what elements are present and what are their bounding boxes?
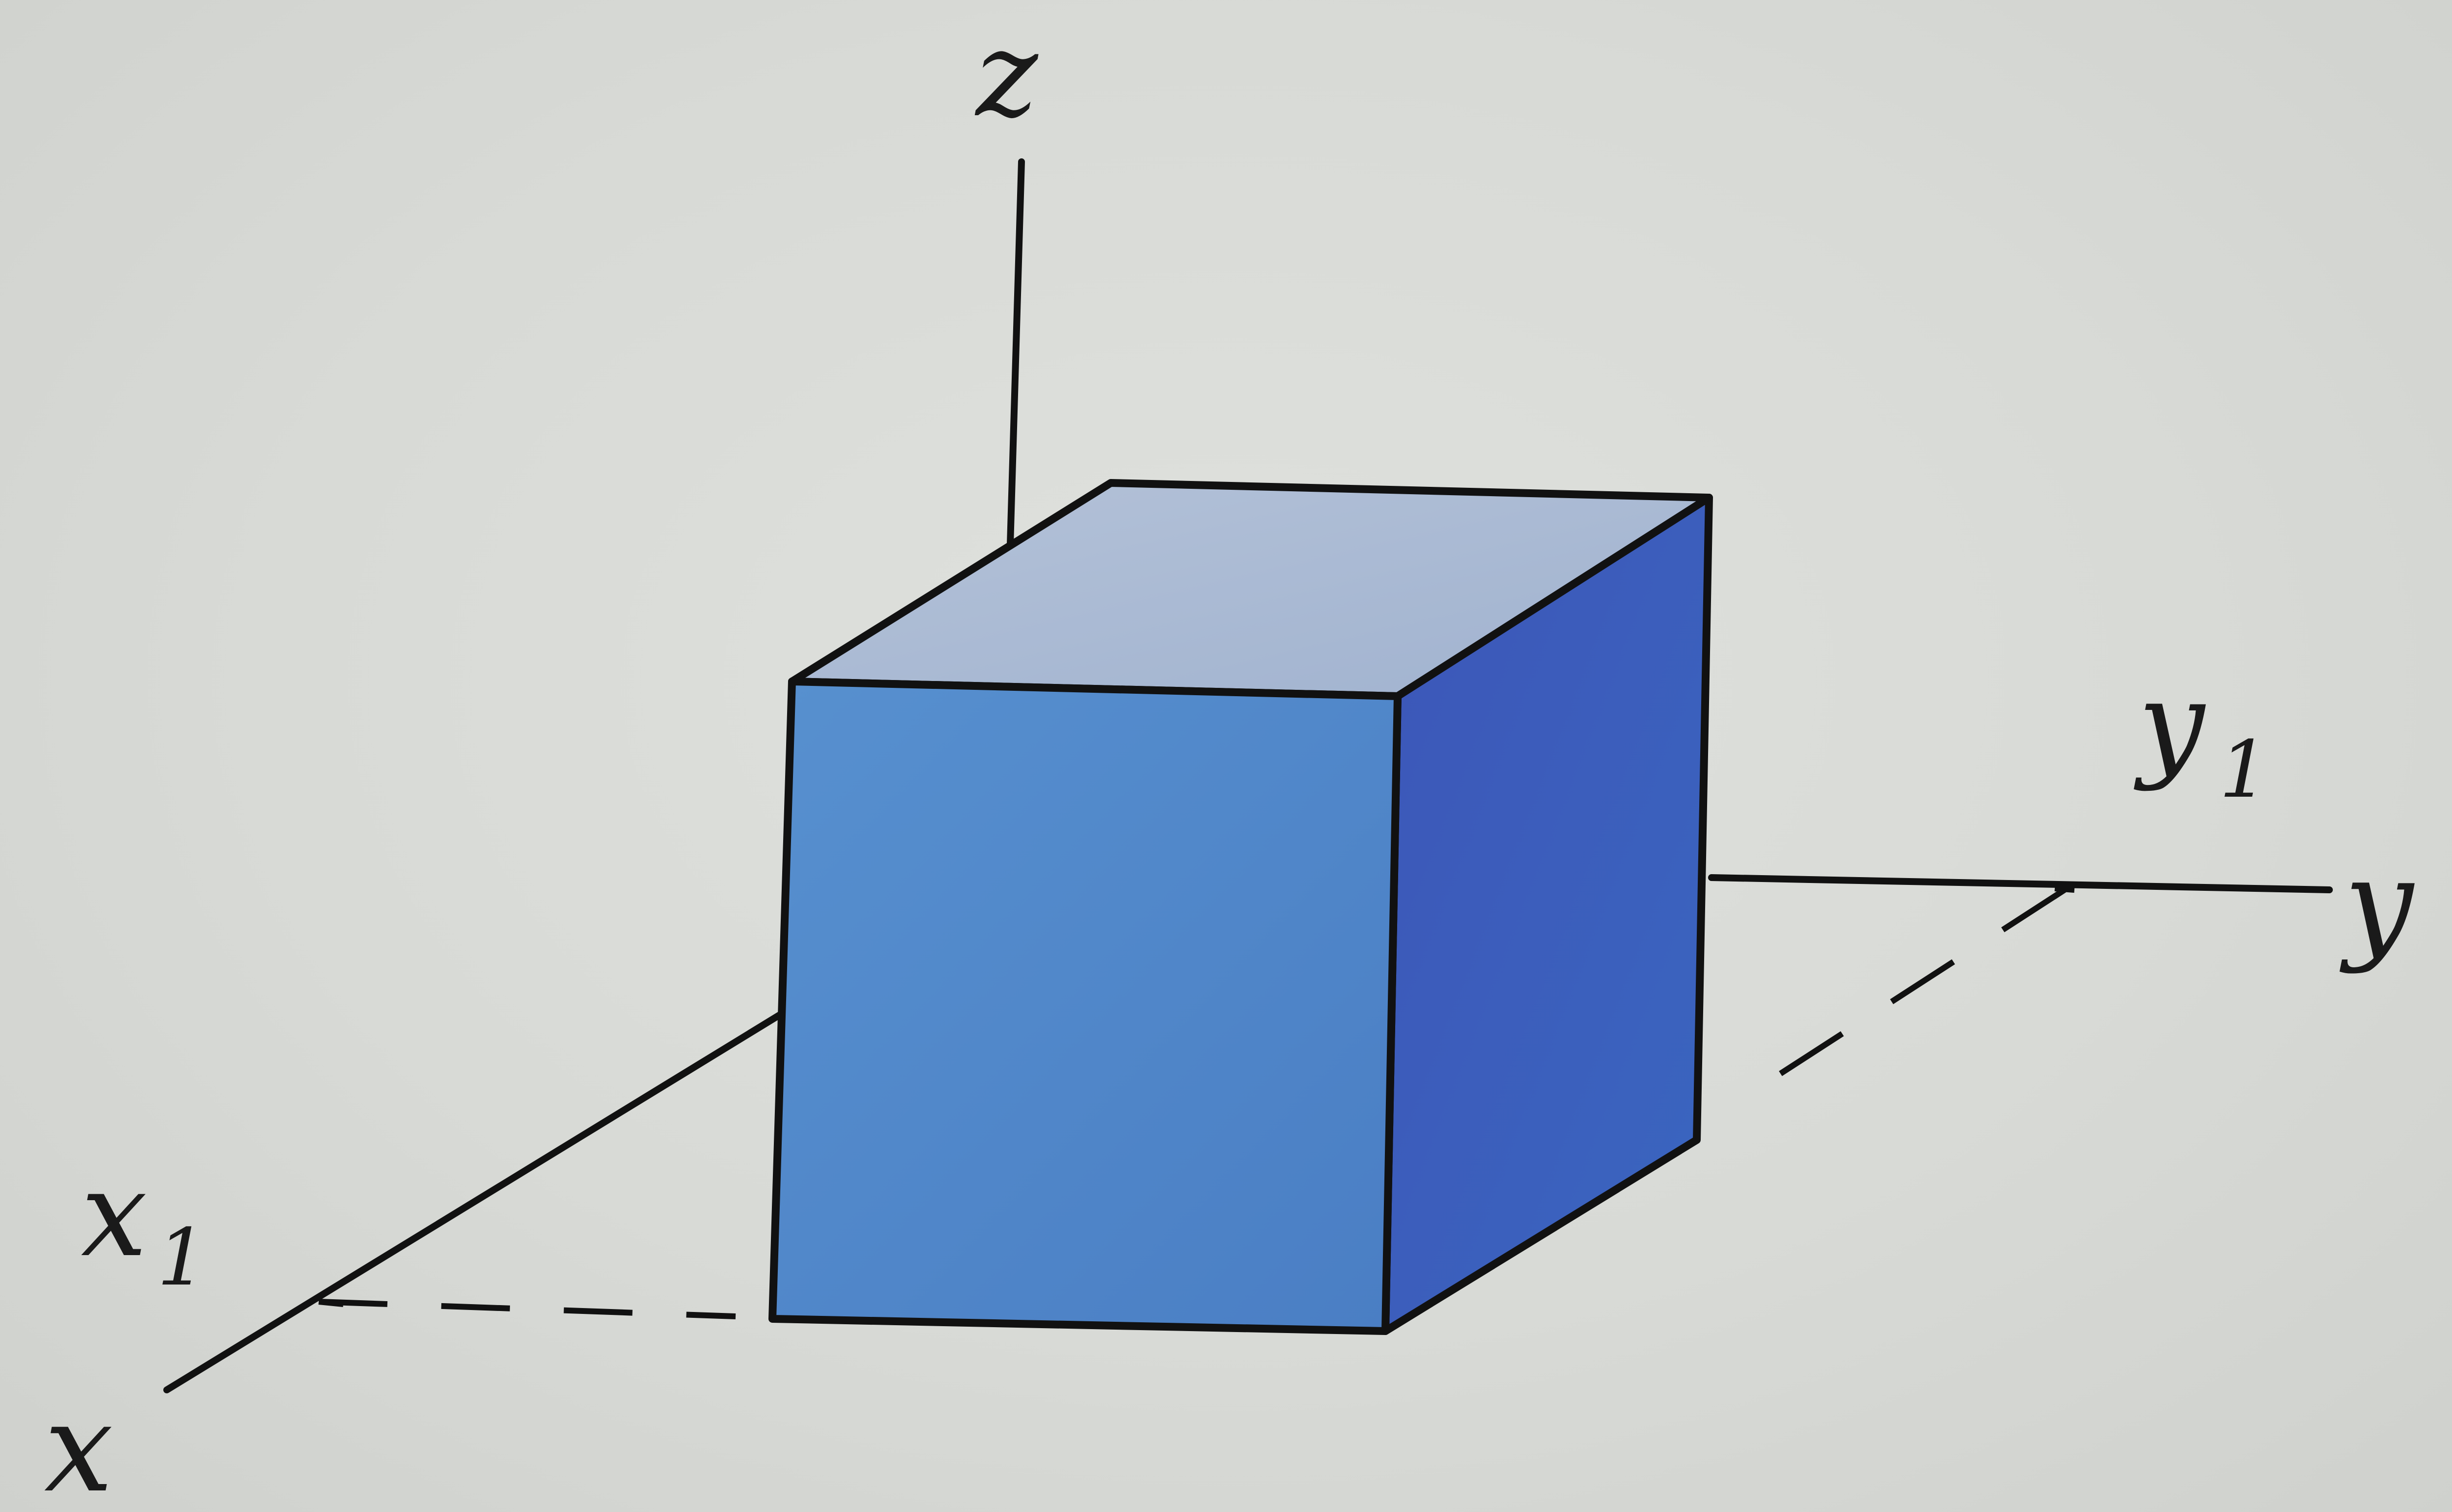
x-axis — [163, 1011, 783, 1393]
y1-label: y — [2134, 655, 2206, 793]
y1-tick — [2054, 885, 2075, 893]
z-axis — [1007, 158, 1025, 548]
y-axis-label: y — [2339, 832, 2415, 975]
y-axis — [1708, 874, 2333, 893]
y1-subscript: 1 — [2219, 724, 2269, 815]
x1-label: x — [81, 1146, 147, 1283]
x1-tick — [318, 1299, 344, 1307]
x1-projection-line — [318, 1299, 736, 1319]
cube-front-face — [768, 678, 1402, 1335]
x-axis-label: x — [44, 1377, 113, 1512]
z-axis-label: z — [974, 6, 1039, 143]
y1-projection-line — [1729, 887, 2067, 1109]
x1-subscript: 1 — [157, 1211, 207, 1303]
